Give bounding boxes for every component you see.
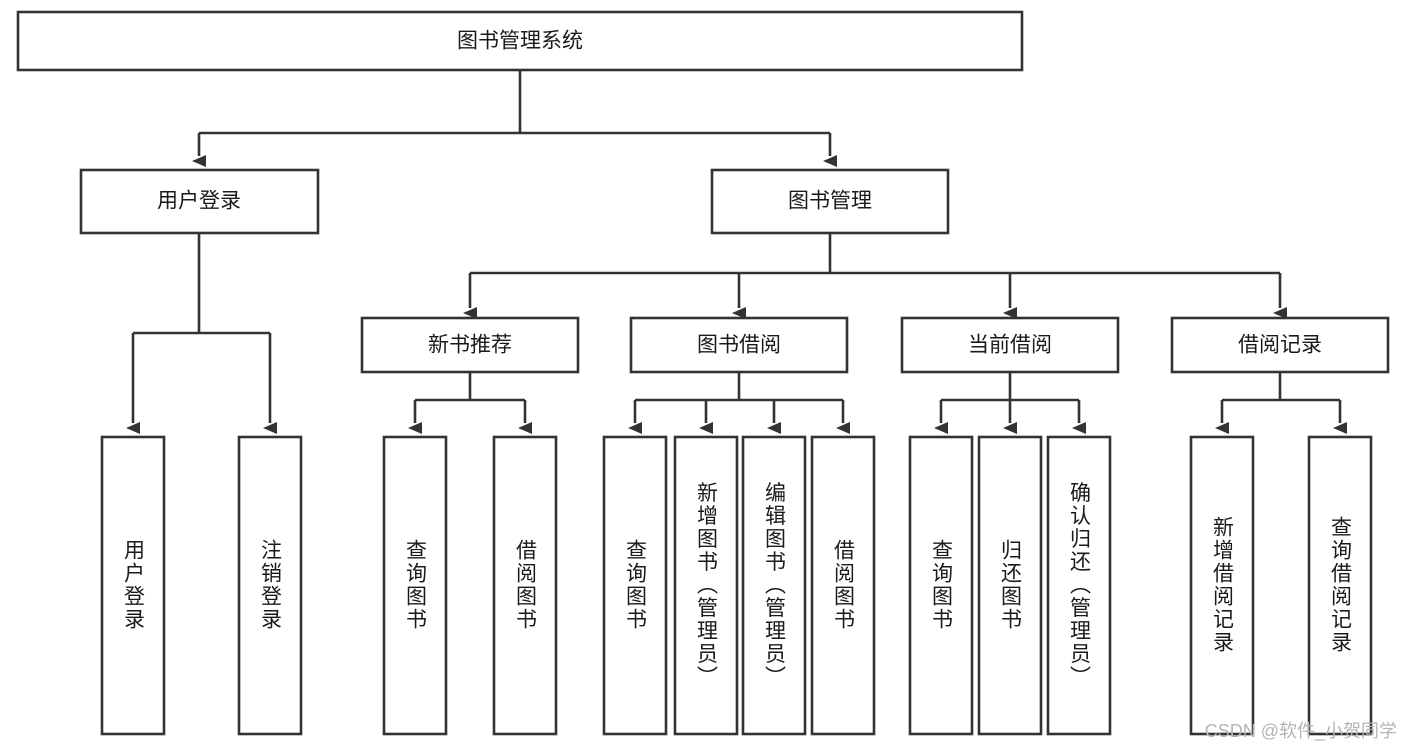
node-box-leaf-2[interactable] xyxy=(237,435,303,736)
node-label-borrow: 图书借阅 xyxy=(697,334,781,357)
node-leaf-2[interactable]: 注销登录 xyxy=(237,435,303,736)
node-leaf-4[interactable]: 借阅图书 xyxy=(492,435,558,736)
node-label-leaf-3: 查询图书 xyxy=(404,539,428,631)
node-label-leaf-4: 借阅图书 xyxy=(514,539,538,631)
node-leaf-3[interactable]: 查询图书 xyxy=(382,435,448,736)
node-root[interactable]: 图书管理系统 xyxy=(16,10,1024,72)
node-box-borrow[interactable] xyxy=(629,316,849,374)
node-leaf-5[interactable]: 查询图书 xyxy=(602,435,668,736)
node-box-leaf-11[interactable] xyxy=(1046,435,1112,736)
node-label-leaf-10: 归还图书 xyxy=(999,539,1023,631)
node-label-leaf-6: 新增图书（管理员） xyxy=(695,482,719,689)
node-box-leaf-6[interactable] xyxy=(673,435,739,736)
node-label-bookmgmt: 图书管理 xyxy=(788,190,872,213)
node-box-bookmgmt[interactable] xyxy=(710,168,950,235)
node-box-leaf-4[interactable] xyxy=(492,435,558,736)
node-bookmgmt[interactable]: 图书管理 xyxy=(710,168,950,235)
node-label-root: 图书管理系统 xyxy=(457,30,583,53)
node-leaf-9[interactable]: 查询图书 xyxy=(908,435,974,736)
node-label-leaf-1: 用户登录 xyxy=(122,539,146,631)
node-leaf-1[interactable]: 用户登录 xyxy=(100,435,166,736)
node-box-leaf-13[interactable] xyxy=(1307,435,1373,736)
node-box-current[interactable] xyxy=(900,316,1120,374)
node-box-root[interactable] xyxy=(16,10,1024,72)
node-box-leaf-12[interactable] xyxy=(1189,435,1255,736)
node-leaf-13[interactable]: 查询借阅记录 xyxy=(1307,435,1373,736)
node-box-leaf-9[interactable] xyxy=(908,435,974,736)
node-label-login: 用户登录 xyxy=(157,190,241,213)
node-newbook[interactable]: 新书推荐 xyxy=(360,316,580,374)
node-label-newbook: 新书推荐 xyxy=(428,334,512,357)
node-leaf-11[interactable]: 确认归还（管理员） xyxy=(1046,435,1112,736)
node-box-leaf-3[interactable] xyxy=(382,435,448,736)
node-label-leaf-5: 查询图书 xyxy=(624,539,648,631)
node-label-leaf-9: 查询图书 xyxy=(930,539,954,631)
node-box-leaf-1[interactable] xyxy=(100,435,166,736)
node-box-leaf-5[interactable] xyxy=(602,435,668,736)
node-leaf-6[interactable]: 新增图书（管理员） xyxy=(673,435,739,736)
node-box-record[interactable] xyxy=(1170,316,1390,374)
node-box-login[interactable] xyxy=(79,168,320,235)
node-label-leaf-7: 编辑图书（管理员） xyxy=(763,482,787,689)
node-box-newbook[interactable] xyxy=(360,316,580,374)
node-box-leaf-8[interactable] xyxy=(810,435,876,736)
node-label-leaf-13: 查询借阅记录 xyxy=(1329,516,1353,654)
node-leaf-12[interactable]: 新增借阅记录 xyxy=(1189,435,1255,736)
node-box-leaf-7[interactable] xyxy=(741,435,807,736)
node-leaf-7[interactable]: 编辑图书（管理员） xyxy=(741,435,807,736)
node-leaf-8[interactable]: 借阅图书 xyxy=(810,435,876,736)
node-box-leaf-10[interactable] xyxy=(977,435,1043,736)
node-login[interactable]: 用户登录 xyxy=(79,168,320,235)
node-label-current: 当前借阅 xyxy=(968,334,1052,357)
connectors xyxy=(126,70,1347,434)
node-label-record: 借阅记录 xyxy=(1238,334,1322,357)
node-leaf-10[interactable]: 归还图书 xyxy=(977,435,1043,736)
node-label-leaf-12: 新增借阅记录 xyxy=(1211,516,1235,654)
node-label-leaf-2: 注销登录 xyxy=(259,539,283,631)
node-current[interactable]: 当前借阅 xyxy=(900,316,1120,374)
node-label-leaf-8: 借阅图书 xyxy=(832,539,856,631)
node-label-leaf-11: 确认归还（管理员） xyxy=(1068,482,1092,689)
node-borrow[interactable]: 图书借阅 xyxy=(629,316,849,374)
node-record[interactable]: 借阅记录 xyxy=(1170,316,1390,374)
